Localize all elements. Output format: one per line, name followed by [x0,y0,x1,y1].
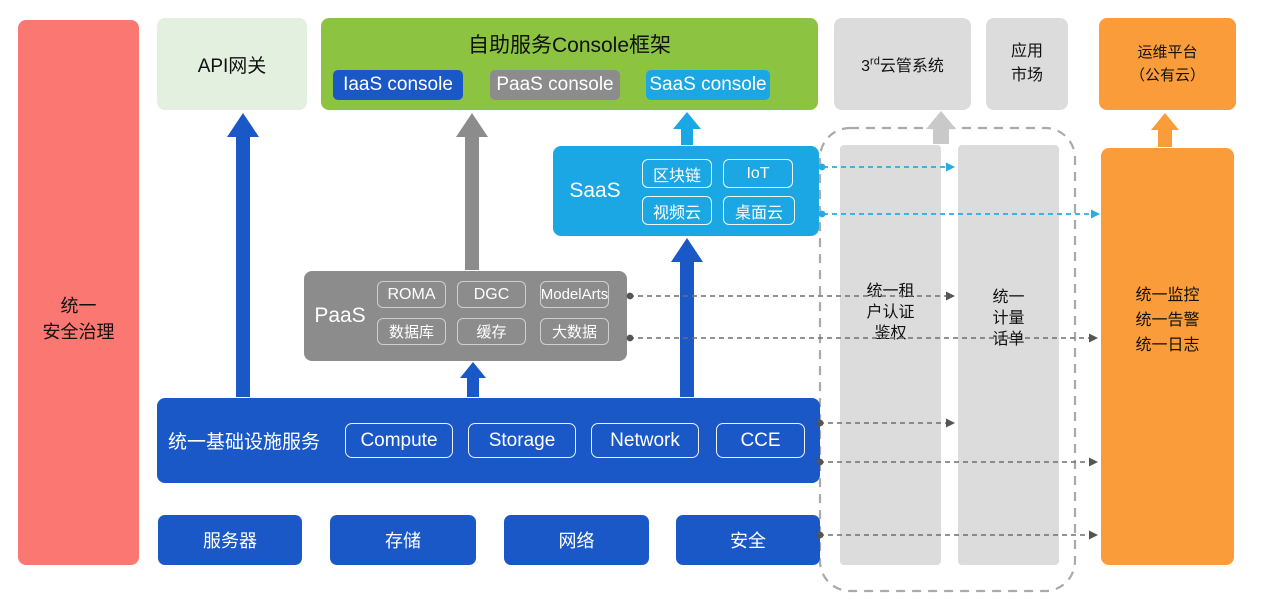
saas-service-blockchain[interactable]: 区块链 [642,159,712,188]
app-market-panel[interactable]: 应用 市场 [986,18,1068,110]
paas-service-roma-label: ROMA [387,285,436,303]
metering-line3: 话单 [992,331,1025,348]
hardware-network-label: 网络 [558,531,595,551]
unified-metering-billing-label: 统一 计量 话单 [958,287,1059,350]
hardware-storage-box[interactable]: 存储 [330,515,476,565]
security-label-line1: 统一 [60,296,97,316]
monitoring-line1: 统一监控 [1135,287,1200,304]
app-market-label: 应用 市场 [1011,40,1043,88]
saas-service-blockchain-label: 区块链 [652,167,701,185]
unified-monitoring-label: 统一监控 统一告警 统一日志 [1101,283,1234,358]
paas-service-dgc-label: DGC [473,285,510,303]
metering-line2: 计量 [992,310,1025,327]
unified-metering-billing-pillar[interactable]: 统一 计量 话单 [958,145,1059,565]
self-service-console-frame-panel[interactable]: 自助服务Console框架 IaaS console PaaS console … [321,18,818,110]
paas-panel[interactable]: PaaS ROMA DGC ModelArts 数据库 缓存 大数据 [304,271,627,361]
console-frame-title: 自助服务Console框架 [467,34,672,57]
iaas-service-cce-label: CCE [740,429,781,451]
hardware-security-box[interactable]: 安全 [676,515,820,565]
ops-platform-label: 运维平台 （公有云） [1130,41,1205,87]
paas-service-bigdata-label: 大数据 [551,324,597,341]
app-market-line1: 应用 [1010,43,1043,60]
tenant-auth-line2: 户认证 [866,304,915,321]
paas-service-database-label: 数据库 [388,324,434,341]
metering-line1: 统一 [992,289,1025,306]
iaas-service-cce[interactable]: CCE [716,423,805,458]
unified-infrastructure-label: 统一基础设施服务 [168,432,321,453]
paas-service-cache-label: 缓存 [476,324,507,341]
saas-panel[interactable]: SaaS 区块链 IoT 视频云 桌面云 [553,146,819,236]
third-party-cloud-mgmt-panel[interactable]: 3rd云管系统 [834,18,971,110]
iaas-service-storage-label: Storage [488,429,556,451]
security-label-line2: 安全治理 [42,322,115,342]
hardware-server-box[interactable]: 服务器 [158,515,302,565]
paas-service-database[interactable]: 数据库 [377,318,446,345]
ops-platform-line1: 运维平台 [1137,44,1198,61]
paas-service-cache[interactable]: 缓存 [457,318,526,345]
iaas-service-compute-label: Compute [360,429,438,451]
third-party-suffix: 云管系统 [879,58,944,75]
iaas-console-button[interactable]: IaaS console [333,70,463,100]
third-party-sup: rd [870,55,880,68]
saas-service-iot[interactable]: IoT [723,159,793,188]
unified-security-governance-panel[interactable]: 统一 安全治理 [18,20,139,565]
unified-tenant-auth-label: 统一租 户认证 鉴权 [840,281,941,344]
iaas-console-label: IaaS console [343,74,453,95]
hardware-network-box[interactable]: 网络 [504,515,649,565]
saas-service-iot-label: IoT [746,164,770,182]
unified-monitoring-panel[interactable]: 统一监控 统一告警 统一日志 [1101,148,1234,565]
paas-service-modelarts-label: ModelArts [540,286,609,303]
paas-service-dgc[interactable]: DGC [457,281,526,308]
saas-console-label: SaaS console [649,74,767,95]
iaas-service-storage[interactable]: Storage [468,423,576,458]
ops-platform-public-cloud-panel[interactable]: 运维平台 （公有云） [1099,18,1236,110]
unified-security-governance-label: 统一 安全治理 [18,293,139,345]
paas-console-label: PaaS console [496,74,614,95]
monitoring-line2: 统一告警 [1135,312,1200,329]
paas-service-roma[interactable]: ROMA [377,281,446,308]
paas-label: PaaS [314,304,366,327]
app-market-line2: 市场 [1010,67,1043,84]
saas-service-desktop-cloud-label: 桌面云 [734,204,783,222]
saas-service-desktop-cloud[interactable]: 桌面云 [723,196,795,225]
paas-service-bigdata[interactable]: 大数据 [540,318,609,345]
third-party-prefix: 3 [861,58,871,75]
saas-label: SaaS [569,179,621,202]
unified-tenant-auth-pillar[interactable]: 统一租 户认证 鉴权 [840,145,941,565]
paas-service-modelarts[interactable]: ModelArts [540,281,609,308]
hardware-security-label: 安全 [730,531,766,551]
tenant-auth-line3: 鉴权 [874,325,907,342]
iaas-service-network[interactable]: Network [591,423,699,458]
iaas-service-compute[interactable]: Compute [345,423,453,458]
unified-infrastructure-panel[interactable]: 统一基础设施服务 Compute Storage Network CCE [157,398,820,483]
paas-console-button[interactable]: PaaS console [490,70,620,100]
api-gateway-panel[interactable]: API网关 [157,18,307,110]
third-party-cloud-mgmt-label: 3rd云管系统 [861,52,944,76]
ops-platform-line2: （公有云） [1129,67,1205,84]
saas-service-video-cloud[interactable]: 视频云 [642,196,712,225]
hardware-storage-label: 存储 [385,531,421,551]
api-gateway-label: API网关 [197,55,267,77]
iaas-service-network-label: Network [610,429,680,451]
hardware-server-label: 服务器 [203,531,257,551]
monitoring-line3: 统一日志 [1135,337,1200,354]
tenant-auth-line1: 统一租 [866,283,915,300]
saas-console-button[interactable]: SaaS console [646,70,770,100]
saas-service-video-cloud-label: 视频云 [652,204,701,222]
